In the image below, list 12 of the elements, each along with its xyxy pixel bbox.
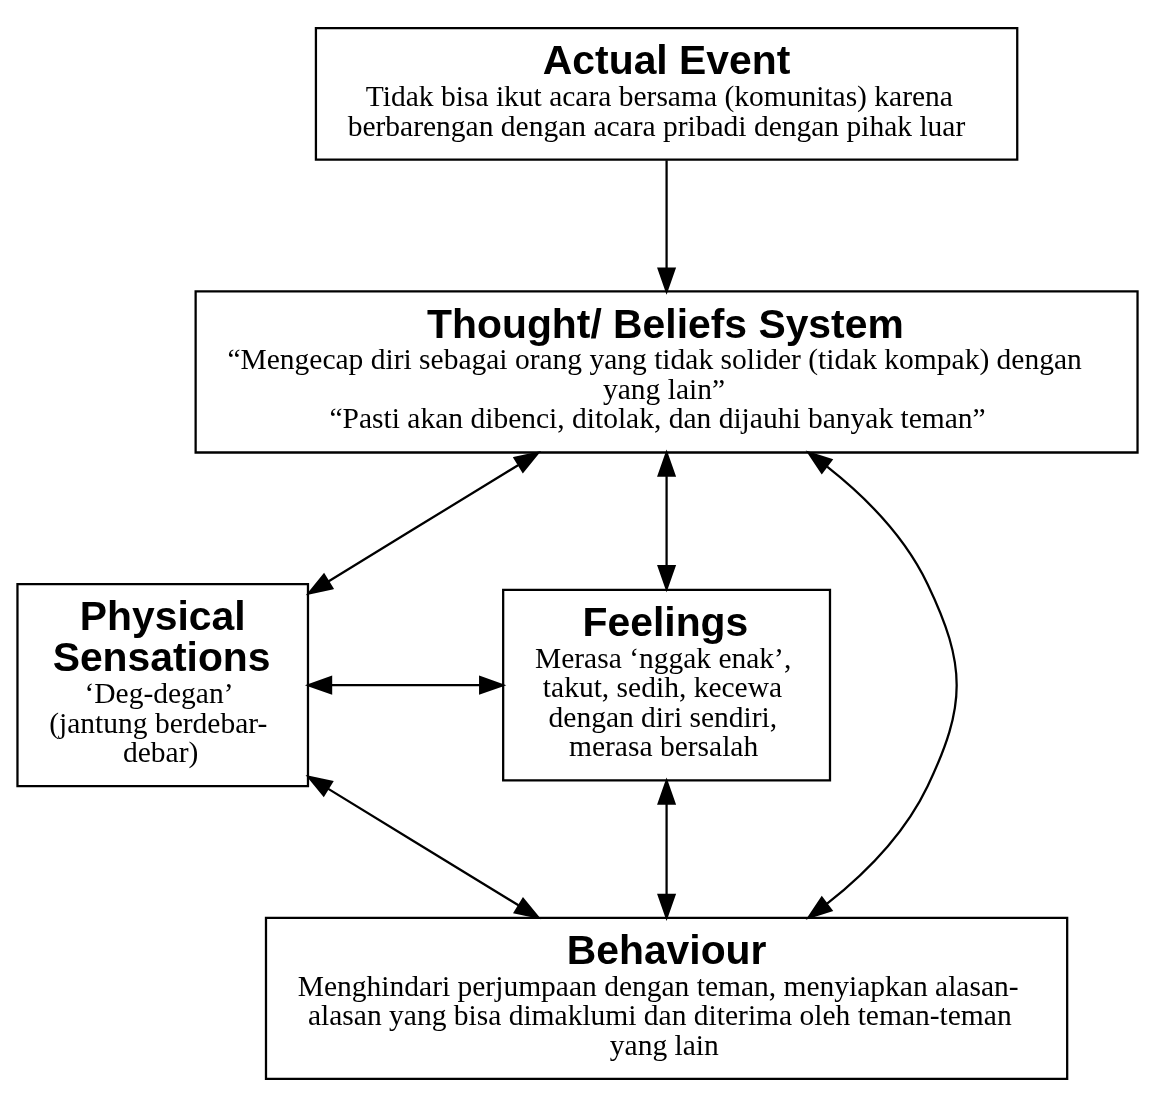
node-box: Thought/ Beliefs System “Mengecap diri sebagai orang yang tidak solider (tidak kompak) dengan yang lain” “Pasti akan dibenci, ditolak, dan dijauhi banyak teman” [194, 289, 1139, 454]
node-box: Behaviour Menghindari perjumpaan dengan teman, menyiapkan alasan-alasan yang bisa dimaklumi dan diterima oleh teman-teman yang lain [264, 916, 1069, 1080]
arrow [305, 450, 542, 595]
node-box: Actual Event Tidak bisa ikut acara bersama (komunitas) karena berbarengan dengan acara pribadi dengan pihak luar [314, 26, 1019, 161]
node-box: Feelings Merasa ‘nggak enak’, takut, sedih, kecewa dengan diri sendiri, merasa bersalah [502, 588, 832, 782]
arrow [305, 774, 542, 919]
arrow [657, 159, 677, 295]
arrow [805, 450, 958, 920]
arrow [657, 448, 677, 592]
node-box: Physical Sensations ‘Deg-degan’ (jantung berdebar-debar) [16, 582, 310, 787]
arrow [304, 675, 507, 695]
arrow [657, 776, 677, 921]
